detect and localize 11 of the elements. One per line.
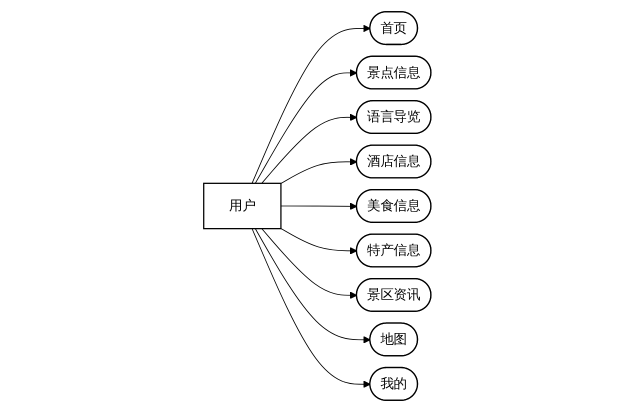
arrow — [280, 158, 357, 184]
arrow — [254, 228, 370, 344]
node-box — [202, 182, 282, 230]
arrow — [251, 24, 370, 184]
arrow — [254, 69, 357, 184]
use-case-diagram: 用户 首页 景点信息 语言导览 酒店信息 美食信息 特产信息 景区资讯 地图 我的 — [196, 5, 438, 407]
arrow — [280, 202, 357, 210]
arrow — [261, 228, 357, 299]
arrow — [280, 228, 357, 255]
arrow — [261, 114, 357, 184]
arrow — [251, 228, 370, 388]
